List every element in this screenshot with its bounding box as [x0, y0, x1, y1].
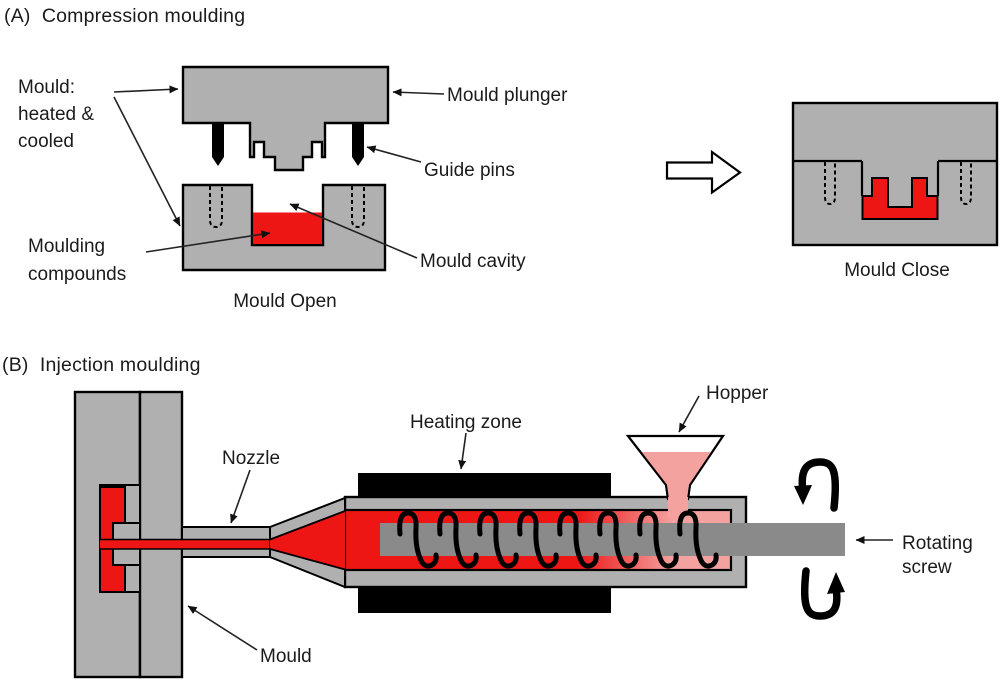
cone-melt-edge-bottom	[269, 548, 346, 571]
moulded-part-closed	[861, 177, 939, 220]
arrow-nozzle	[230, 469, 251, 524]
label-mould-open: Mould Open	[233, 291, 337, 312]
mould-plate-right	[138, 390, 184, 679]
arrow-guide-pins	[366, 145, 422, 163]
heater-band-bottom	[358, 587, 611, 613]
arrow-mould-heated-to-plunger	[113, 85, 179, 94]
label-moulding-compounds-1: Moulding	[28, 236, 105, 257]
closed-pin-hole-right	[960, 162, 972, 206]
rotation-arrow-top	[798, 458, 840, 512]
label-mould-cavity: Mould cavity	[420, 251, 526, 272]
arrow-mould-plunger	[392, 88, 445, 97]
cone-melt	[270, 511, 345, 570]
label-mould-heated-2: heated &	[18, 104, 94, 125]
sprue-channel	[100, 539, 270, 549]
arrow-mould-heated-to-lower	[113, 96, 181, 227]
arrow-hopper	[678, 395, 700, 433]
label-mould-close: Mould Close	[844, 260, 950, 281]
transition-arrow	[665, 149, 742, 195]
lower-mould-body	[181, 183, 387, 272]
label-hopper: Hopper	[706, 383, 769, 404]
mould-plunger-body	[181, 65, 390, 172]
screw-shaft	[380, 523, 845, 556]
moulding-compound	[253, 212, 322, 244]
hopper-melt	[640, 452, 712, 499]
closed-pin-hole-left	[824, 162, 836, 206]
heater-band-top	[358, 473, 611, 497]
label-nozzle: Nozzle	[222, 448, 280, 469]
guide-pin-hole-right	[351, 186, 365, 229]
label-mould-heated-1: Mould:	[18, 77, 75, 98]
guide-pin-hole-left	[209, 186, 223, 229]
label-mould-b: Mould	[260, 646, 312, 667]
arrow-mould-cavity	[289, 203, 418, 259]
rotation-arrow-bottom-head	[827, 572, 845, 594]
arrow-mould-b	[187, 605, 258, 651]
rotation-arrow-bottom	[800, 567, 841, 620]
label-rotating-screw-1: Rotating	[902, 533, 973, 554]
section-b-title: (B) Injection moulding	[2, 354, 201, 376]
label-guide-pins: Guide pins	[424, 160, 515, 181]
arrow-heating-zone	[458, 432, 467, 470]
section-a-title: (A) Compression moulding	[4, 5, 245, 27]
label-heating-zone: Heating zone	[410, 412, 522, 433]
label-rotating-screw-2: screw	[902, 557, 952, 578]
guide-pin-left	[212, 123, 224, 166]
arrow-moulding-compounds	[145, 230, 271, 253]
cone-melt-edge-top	[269, 510, 346, 541]
closed-mould-body	[791, 101, 999, 247]
label-moulding-compounds-2: compounds	[28, 264, 126, 285]
rotation-arrow-top-head	[794, 485, 812, 505]
label-mould-plunger: Mould plunger	[447, 85, 568, 106]
guide-pin-right	[352, 123, 364, 166]
label-mould-heated-3: cooled	[18, 131, 74, 152]
